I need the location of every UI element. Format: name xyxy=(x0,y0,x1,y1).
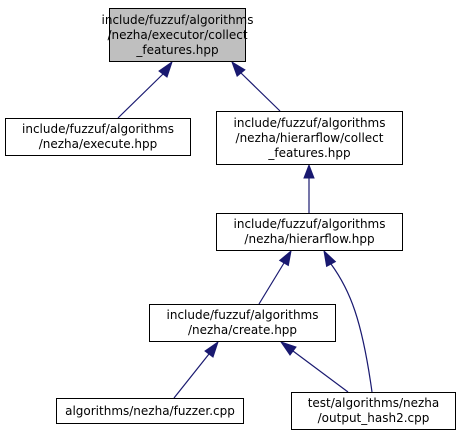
arrowhead-fuzzer-to-create xyxy=(204,340,219,358)
node-hierarflow-collect-features-hpp[interactable]: include/fuzzuf/algorithms /nezha/hierarf… xyxy=(216,111,403,165)
node-fuzzer-cpp[interactable]: algorithms/nezha/fuzzer.cpp xyxy=(56,398,244,424)
edge-create-to-hierarflow xyxy=(258,262,285,305)
node-label-line: /nezha/create.hpp xyxy=(187,323,298,337)
node-execute-hpp[interactable]: include/fuzzuf/algorithms /nezha/execute… xyxy=(5,118,191,156)
edge-output_hash2-to-hierarflow xyxy=(330,263,373,393)
node-create-hpp[interactable]: include/fuzzuf/algorithms /nezha/create.… xyxy=(149,304,336,342)
node-label-line: /nezha/executor/collect xyxy=(107,27,248,42)
node-label-line: /nezha/hierarflow.hpp xyxy=(244,232,375,246)
node-label-line: /nezha/execute.hpp xyxy=(38,137,158,151)
node-label-line: test/algorithms/nezha xyxy=(307,396,440,410)
node-hierarflow-hpp[interactable]: include/fuzzuf/algorithms /nezha/hierarf… xyxy=(216,213,403,251)
node-label-line: include/fuzzuf/algorithms xyxy=(233,115,386,130)
arrowhead-collect_features_hierarflow-to-collect_features_executor xyxy=(231,60,246,78)
arrowhead-output_hash2-to-hierarflow xyxy=(323,249,337,268)
node-output-hash2-cpp[interactable]: test/algorithms/nezha /output_hash2.cpp xyxy=(291,392,456,430)
arrowhead-create-to-hierarflow xyxy=(278,249,292,267)
edge-collect_features_hierarflow-to-collect_features_executor xyxy=(240,72,281,112)
node-label-line: _features.hpp xyxy=(268,145,351,160)
node-label-line: include/fuzzuf/algorithms xyxy=(22,122,174,136)
node-label-line: include/fuzzuf/algorithms xyxy=(233,217,386,231)
edge-output_hash2-to-create xyxy=(292,350,349,393)
arrowhead-execute-to-collect_features_executor xyxy=(158,60,173,78)
node-label-line: _features.hpp xyxy=(136,42,219,57)
arrowhead-output_hash2-to-create xyxy=(279,341,297,356)
arrowhead-hierarflow-to-collect_features_hierarflow xyxy=(303,163,315,179)
edge-fuzzer-to-create xyxy=(173,353,210,399)
node-executor-collect-features-hpp[interactable]: include/fuzzuf/algorithms /nezha/executo… xyxy=(102,8,254,62)
node-label-line: include/fuzzuf/algorithms xyxy=(101,12,254,27)
node-label-line: algorithms/nezha/fuzzer.cpp xyxy=(65,403,235,418)
node-label-line: /output_hash2.cpp xyxy=(317,411,430,425)
edge-execute-to-collect_features_executor xyxy=(117,73,164,119)
node-label-line: /nezha/hierarflow/collect xyxy=(235,130,384,145)
node-label-line: include/fuzzuf/algorithms xyxy=(166,308,319,322)
